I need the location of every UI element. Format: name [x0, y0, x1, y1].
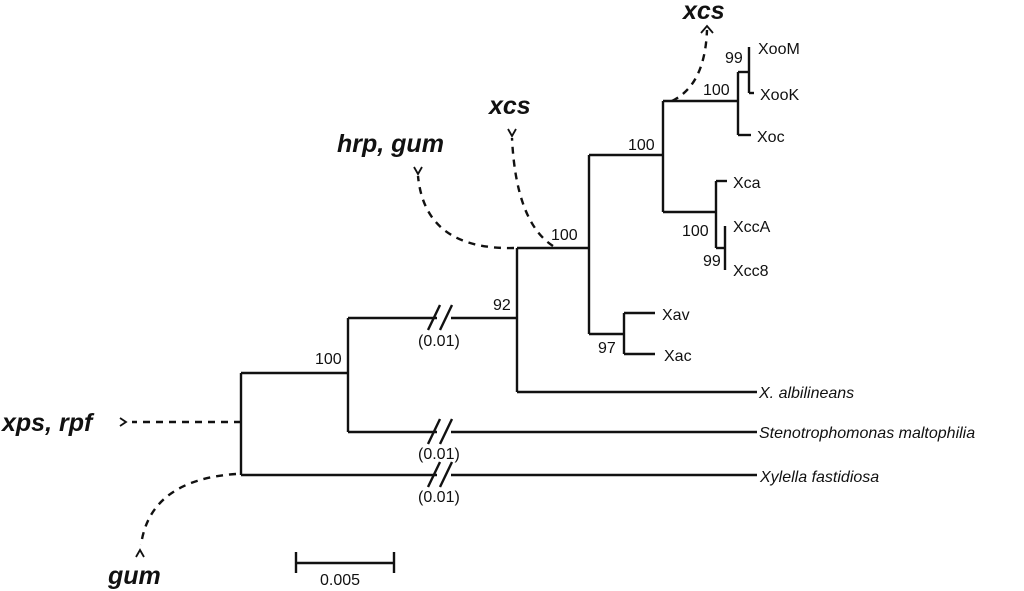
taxon-label-xac: Xac	[664, 348, 692, 365]
scale-bar-label: 0.005	[320, 572, 360, 589]
taxon-label-xylella: Xylella fastidiosa	[759, 469, 879, 486]
taxon-label-xoom: XooM	[758, 41, 800, 58]
gene-label-gum-bottom: gum	[107, 562, 161, 590]
bootstrap-xoom-xook: 99	[725, 50, 743, 67]
bootstrap-xc-clade: 100	[682, 223, 709, 240]
bootstrap-xo-clade: 100	[628, 137, 655, 154]
branch-length-stenotrophomonas: (0.01)	[418, 446, 460, 463]
taxon-label-xcc8: Xcc8	[733, 263, 769, 280]
bootstrap-xanth-steno: 100	[315, 351, 342, 368]
dashed-arrow-xcs-mid	[510, 137, 554, 248]
dashed-arrow-hrp-gum	[416, 175, 515, 250]
taxon-label-xav: Xav	[662, 307, 690, 324]
arrowhead-hrp-gum	[413, 166, 423, 176]
break-mark-stenotrophomonas	[426, 418, 454, 445]
arrowhead-xcs-top	[700, 24, 714, 34]
bootstrap-xanthomonas: 92	[493, 297, 511, 314]
dashed-arrow-gum-bottom	[139, 472, 237, 546]
taxon-label-xca: Xca	[733, 175, 761, 192]
dashed-arrow-xcs-top	[671, 29, 709, 103]
taxon-label-xalbilineans: X. albilineans	[758, 385, 854, 402]
bootstrap-xcc: 99	[703, 253, 721, 270]
gene-label-hrp-gum: hrp, gum	[337, 130, 444, 158]
taxon-label-xcca: XccA	[733, 219, 771, 236]
arrowhead-xps-rpf	[119, 417, 128, 427]
gene-label-xps-rpf: xps, rpf	[0, 409, 95, 437]
taxon-label-xoc: Xoc	[757, 129, 785, 146]
break-mark-xanthomonas	[426, 304, 454, 331]
taxon-label-stenotrophomonas: Stenotrophomonas maltophilia	[759, 425, 975, 442]
branch-length-xylella: (0.01)	[418, 489, 460, 506]
taxon-label-xook: XooK	[760, 87, 799, 104]
gene-label-xcs-mid: xcs	[487, 92, 531, 120]
branch-length-xanthomonas: (0.01)	[418, 333, 460, 350]
gene-label-xcs-top: xcs	[681, 0, 725, 25]
break-mark-xylella	[426, 461, 454, 488]
arrowhead-gum-bottom	[135, 548, 145, 558]
arrowhead-xcs-mid	[507, 128, 517, 138]
bootstrap-xav-xac: 97	[598, 340, 616, 357]
bootstrap-core: 100	[551, 227, 578, 244]
scale-bar	[294, 552, 396, 573]
bootstrap-xoo-clade: 100	[703, 82, 730, 99]
